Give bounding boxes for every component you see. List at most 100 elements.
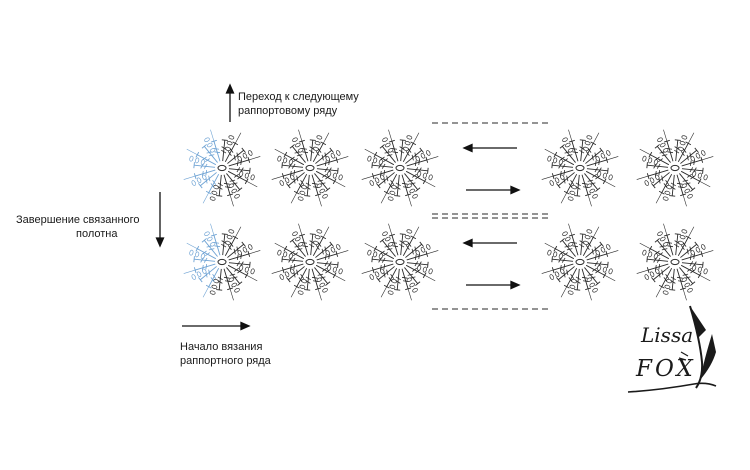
arrow-left-icon [462,143,517,153]
stitch [279,266,305,283]
stitch [202,267,220,298]
stitch [361,169,394,180]
stitch [201,137,218,163]
stitch [547,249,574,263]
stitch [402,132,420,163]
stitch [567,268,581,295]
stitch [312,132,330,163]
stitch [209,268,223,295]
stitch [183,169,216,180]
stitch [405,147,431,164]
stitch [568,223,579,256]
stitch [309,229,323,256]
crochet-motif [541,129,619,207]
stitch [380,267,398,298]
stitch [209,174,223,201]
stitch [183,263,216,274]
stitch [663,223,674,256]
next-row-label-line2: раппортовому ряду [238,105,338,117]
stitch [369,266,395,283]
stitch [228,261,255,275]
stitch [677,132,695,163]
crochet-motif [361,129,439,207]
stitch [677,226,695,257]
stitch [315,264,346,282]
crochet-motif [183,223,261,301]
stitch [309,135,323,162]
stitch [585,147,611,164]
stitch [298,223,309,256]
stitch [681,156,714,167]
stitch [584,267,601,293]
stitch [579,135,593,162]
stitch [581,268,592,301]
stitch [585,170,616,188]
stitch [399,135,413,162]
stitch [202,173,220,204]
stitch [644,172,670,189]
stitch [210,129,221,162]
stitch [367,155,394,169]
stitch [227,264,258,282]
crochet-motif [183,129,261,207]
stitch [567,174,581,201]
stitch [314,173,331,199]
stitch [312,226,330,257]
connector-lines [432,122,552,310]
stitch [364,242,395,260]
crochet-motif [271,129,349,207]
stitch [314,267,331,293]
stitch [274,242,305,260]
stitch [297,268,311,295]
stitch [586,167,613,181]
stitch [406,167,433,181]
finish-label-line2: полотна [76,228,118,240]
stitch [405,241,431,258]
stitch [655,267,673,298]
stitch [586,250,619,261]
stitch [568,129,579,162]
arrow-right-icon [466,280,521,290]
stitch [663,129,674,162]
stitch [189,155,216,169]
stitch [541,263,574,274]
stitch [585,241,611,258]
stitch [681,250,714,261]
stitch [387,174,401,201]
stitch [224,132,242,163]
stitch [549,266,575,283]
stitch [674,229,688,256]
stitch [387,268,401,295]
stitch [636,263,669,274]
stitch [680,241,706,258]
stitch [559,231,576,257]
stitch [401,174,412,207]
stitch [228,156,261,167]
stitch [274,148,305,166]
arrow-right-icon [466,185,521,195]
stitch [582,132,600,163]
stitch [191,266,217,283]
stitch [402,226,420,257]
stitch [221,229,235,256]
stitch [290,173,308,204]
logo-text-lissa: Lissa [640,323,693,347]
stitch [586,156,619,167]
stitch [223,174,234,207]
stitch [311,174,322,207]
stitch [559,137,576,163]
stitch [228,167,255,181]
stitch [586,261,613,275]
stitch [579,229,593,256]
stitch [315,170,346,188]
stitch [186,242,217,260]
stitch [680,264,711,282]
arrow-up-icon [225,83,235,122]
stitch [406,156,439,167]
start-label-line2: раппортного ряда [180,355,271,367]
stitch [210,223,221,256]
stitch [679,267,696,293]
stitch [189,249,216,263]
stitch [681,261,708,275]
